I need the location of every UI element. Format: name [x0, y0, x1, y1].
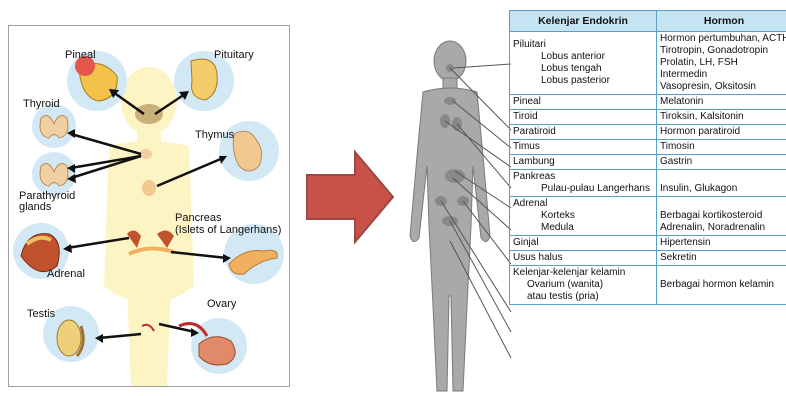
gland-name: Piluitari [513, 39, 653, 51]
hormone-name: Vasopresin, Oksitosin [660, 81, 786, 93]
hormone-cell: Berbagai hormon kelamin [657, 266, 786, 305]
gland-sub: atau testis (pria) [513, 291, 653, 303]
gland-sub: Lobus tengah [513, 63, 653, 75]
hormone-cell: Gastrin [657, 155, 786, 170]
gland-sub: Medula [513, 222, 653, 234]
hormone-name: Tirotropin, Gonadotropin [660, 45, 786, 57]
table-row: Tiroid Tiroksin, Kalsitonin [510, 110, 786, 125]
gland-cell: Lambung [510, 155, 657, 170]
hormone-cell: Hipertensin [657, 236, 786, 251]
hormone-cell: Insulin, Glukagon [657, 170, 786, 197]
hormone-name: Hormon pertumbuhan, ACTH [660, 33, 786, 45]
brain-icon [135, 104, 163, 124]
ovary-bubble [179, 318, 247, 374]
label-testis: Testis [27, 308, 55, 320]
hormone-name: Berbagai kortikosteroid [660, 210, 786, 222]
endocrine-hormone-table: Kelenjar Endokrin Hormon Piluitari Lobus… [509, 10, 786, 305]
table-header-row: Kelenjar Endokrin Hormon [510, 11, 786, 32]
gland-sub: Lobus anterior [513, 51, 653, 63]
hormone-name [660, 171, 786, 183]
gland-cell: Timus [510, 140, 657, 155]
endocrine-glands-illustration: Pineal Pituitary Thyroid Thymus Parathyr… [8, 25, 290, 387]
hormone-cell: Berbagai kortikosteroid Adrenalin, Norad… [657, 197, 786, 236]
human-body-figure [405, 6, 515, 396]
gland-sub: Pulau-pulau Langerhans [513, 183, 653, 195]
gland-name: Pankreas [513, 171, 653, 183]
gland-cell: Tiroid [510, 110, 657, 125]
right-arrow-icon [305, 150, 395, 245]
hormone-cell: Sekretin [657, 251, 786, 266]
gland-cell: Paratiroid [510, 125, 657, 140]
table-row: Pankreas Pulau-pulau Langerhans Insulin,… [510, 170, 786, 197]
label-thyroid: Thyroid [23, 98, 60, 110]
table-row: Ginjal Hipertensin [510, 236, 786, 251]
label-pineal: Pineal [65, 49, 96, 61]
gland-cell: Kelenjar-kelenjar kelamin Ovarium (wanit… [510, 266, 657, 305]
thyroid-bubble [32, 104, 76, 148]
endocrine-table-panel: Kelenjar Endokrin Hormon Piluitari Lobus… [405, 6, 786, 396]
hormone-cell: Tiroksin, Kalsitonin [657, 110, 786, 125]
table-row: Piluitari Lobus anterior Lobus tengah Lo… [510, 32, 786, 95]
header-hormone: Hormon [657, 11, 786, 32]
table-row: Adrenal Korteks Medula Berbagai kortikos… [510, 197, 786, 236]
hormone-cell: Melatonin [657, 95, 786, 110]
table-row: Kelenjar-kelenjar kelamin Ovarium (wanit… [510, 266, 786, 305]
table-row: Usus halus Sekretin [510, 251, 786, 266]
hormone-name: Intermedin [660, 69, 786, 81]
gland-cell: Pankreas Pulau-pulau Langerhans [510, 170, 657, 197]
label-ovary: Ovary [207, 298, 236, 310]
gland-cell: Pineal [510, 95, 657, 110]
hormone-name [660, 198, 786, 210]
table-row: Timus Timosin [510, 140, 786, 155]
header-gland: Kelenjar Endokrin [510, 11, 657, 32]
label-pituitary: Pituitary [214, 49, 254, 61]
label-thymus: Thymus [195, 129, 234, 141]
gland-cell: Usus halus [510, 251, 657, 266]
hormone-cell: Timosin [657, 140, 786, 155]
label-adrenal: Adrenal [47, 268, 85, 280]
hormone-cell: Hormon paratiroid [657, 125, 786, 140]
gland-sub: Korteks [513, 210, 653, 222]
label-pancreas: Pancreas [175, 212, 221, 224]
label-islets: (Islets of Langerhans) [175, 224, 281, 236]
table-row: Paratiroid Hormon paratiroid [510, 125, 786, 140]
hormone-name: Insulin, Glukagon [660, 183, 786, 195]
table-row: Pineal Melatonin [510, 95, 786, 110]
hormone-name: Prolatin, LH, FSH [660, 57, 786, 69]
gland-cell: Adrenal Korteks Medula [510, 197, 657, 236]
gland-cell: Ginjal [510, 236, 657, 251]
hormone-name: Adrenalin, Noradrenalin [660, 222, 786, 234]
gland-sub: Ovarium (wanita) [513, 279, 653, 291]
hormone-cell: Hormon pertumbuhan, ACTH Tirotropin, Gon… [657, 32, 786, 95]
gland-cell: Piluitari Lobus anterior Lobus tengah Lo… [510, 32, 657, 95]
label-glands: glands [19, 201, 51, 213]
gland-name: Adrenal [513, 198, 653, 210]
table-row: Lambung Gastrin [510, 155, 786, 170]
gland-name: Kelenjar-kelenjar kelamin [513, 267, 653, 279]
gland-sub: Lobus pasterior [513, 75, 653, 87]
